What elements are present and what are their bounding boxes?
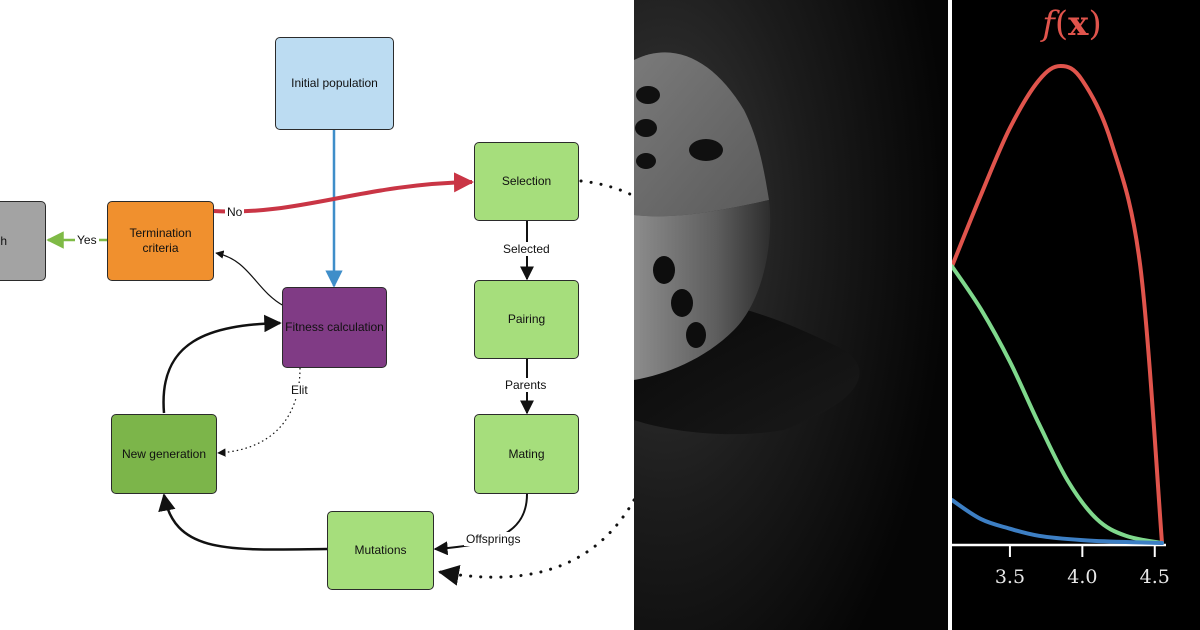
dice-illustration: [634, 0, 948, 630]
edge-no-to-selection: [212, 172, 474, 214]
edge-selection-dotted-right: [579, 179, 634, 198]
x-tick-label: 4.5: [1139, 566, 1170, 588]
node-new-generation: New generation: [111, 414, 217, 494]
plot-canvas: [952, 63, 1166, 557]
node-fitness-calculation: Fitness calculation: [282, 287, 387, 368]
edge-label-offsprings: Offsprings: [464, 532, 523, 546]
function-plot: f(x) 3.5 4.0 4.5: [952, 0, 1200, 630]
x-tick-label: 4.0: [1067, 566, 1098, 588]
dice-pip: [636, 153, 656, 169]
dice-front-face: [634, 200, 771, 380]
series-line-green: [952, 264, 1164, 545]
edge-label-yes: Yes: [75, 233, 99, 247]
dice-pip: [689, 139, 723, 161]
edge-fitness-to-termination: [215, 250, 285, 307]
genetic-algorithm-flowchart: Initial population Selection Pairing Mat…: [0, 37, 634, 590]
node-pairing: Pairing: [474, 280, 579, 359]
title-paren-close: ): [1088, 4, 1102, 44]
node-finish: sh: [0, 201, 46, 281]
edge-mutations-to-new-generation: [158, 493, 328, 551]
node-termination-criteria: Termination criteria: [107, 201, 214, 281]
edge-elit-to-new-generation: [217, 367, 301, 457]
edge-new-generation-to-fitness: [162, 314, 282, 414]
dice-pip: [653, 256, 675, 284]
dice-top-face: [634, 52, 769, 217]
dice-pip: [636, 86, 660, 104]
dice-pip: [686, 322, 706, 348]
title-paren-open: (: [1054, 4, 1069, 44]
node-mating: Mating: [474, 414, 579, 494]
edge-label-selected: Selected: [501, 242, 552, 256]
plot-title: f(x): [1032, 4, 1112, 44]
dice-pip: [635, 119, 657, 137]
x-tick-label: 3.5: [994, 566, 1026, 588]
node-selection: Selection: [474, 142, 579, 221]
edge-label-parents: Parents: [503, 378, 549, 392]
series-line-red: [952, 63, 1164, 545]
node-mutations: Mutations: [327, 511, 434, 590]
node-initial-population: Initial population: [275, 37, 394, 130]
edge-label-no: No: [225, 205, 245, 219]
title-var: x: [1068, 4, 1089, 44]
edge-label-elit: Elit: [289, 383, 310, 397]
dice-photo: [634, 0, 948, 630]
title-func: f: [1042, 4, 1055, 44]
series-line-blue: [952, 498, 1164, 545]
panel-separator: [948, 0, 952, 630]
dice-pip: [671, 289, 693, 317]
